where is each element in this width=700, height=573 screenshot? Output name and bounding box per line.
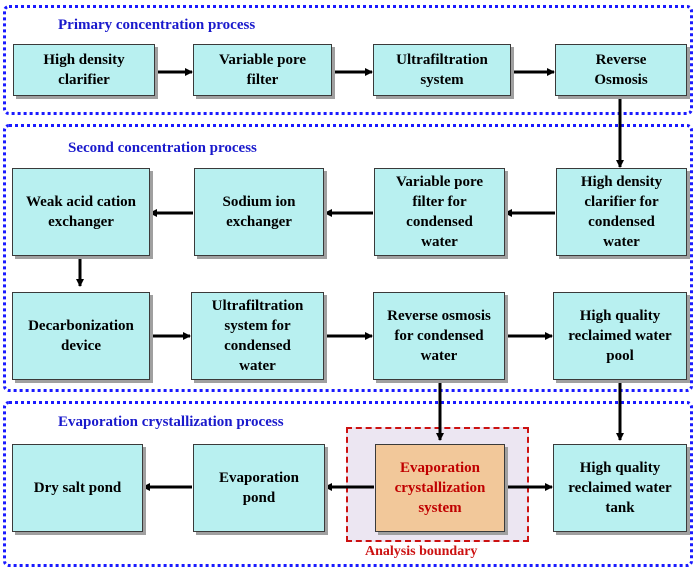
node-ultrafiltration-system: Ultrafiltration system	[373, 44, 511, 96]
node-variable-pore-filter: Variable pore filter	[193, 44, 332, 96]
node-evaporation-pond: Evaporation pond	[193, 444, 325, 532]
node-weak-acid-cation-exchanger: Weak acid cation exchanger	[12, 168, 150, 256]
node-sodium-ion-exchanger: Sodium ion exchanger	[194, 168, 324, 256]
node-variable-pore-filter-condensed: Variable pore filter for condensed water	[374, 168, 505, 256]
node-high-quality-pool: High quality reclaimed water pool	[553, 292, 687, 380]
second-concentration-title: Second concentration process	[68, 140, 257, 156]
node-reverse-osmosis: Reverse Osmosis	[555, 44, 687, 96]
node-high-density-clarifier-condensed: High density clarifier for condensed wat…	[556, 168, 687, 256]
evaporation-crystallization-region	[3, 401, 693, 567]
node-evaporation-crystallization-system: Evaporation crystallization system	[375, 444, 505, 532]
evaporation-crystallization-title: Evaporation crystallization process	[58, 414, 284, 430]
node-decarbonization-device: Decarbonization device	[12, 292, 150, 380]
node-ultrafiltration-condensed: Ultrafiltration system for condensed wat…	[191, 292, 324, 380]
node-high-quality-tank: High quality reclaimed water tank	[553, 444, 687, 532]
node-dry-salt-pond: Dry salt pond	[12, 444, 143, 532]
node-reverse-osmosis-condensed: Reverse osmosis for condensed water	[373, 292, 505, 380]
primary-concentration-title: Primary concentration process	[58, 17, 256, 33]
second-concentration-region	[3, 124, 693, 392]
node-high-density-clarifier: High density clarifier	[13, 44, 155, 96]
analysis-boundary-label: Analysis boundary	[365, 544, 478, 559]
primary-concentration-region	[3, 5, 693, 115]
